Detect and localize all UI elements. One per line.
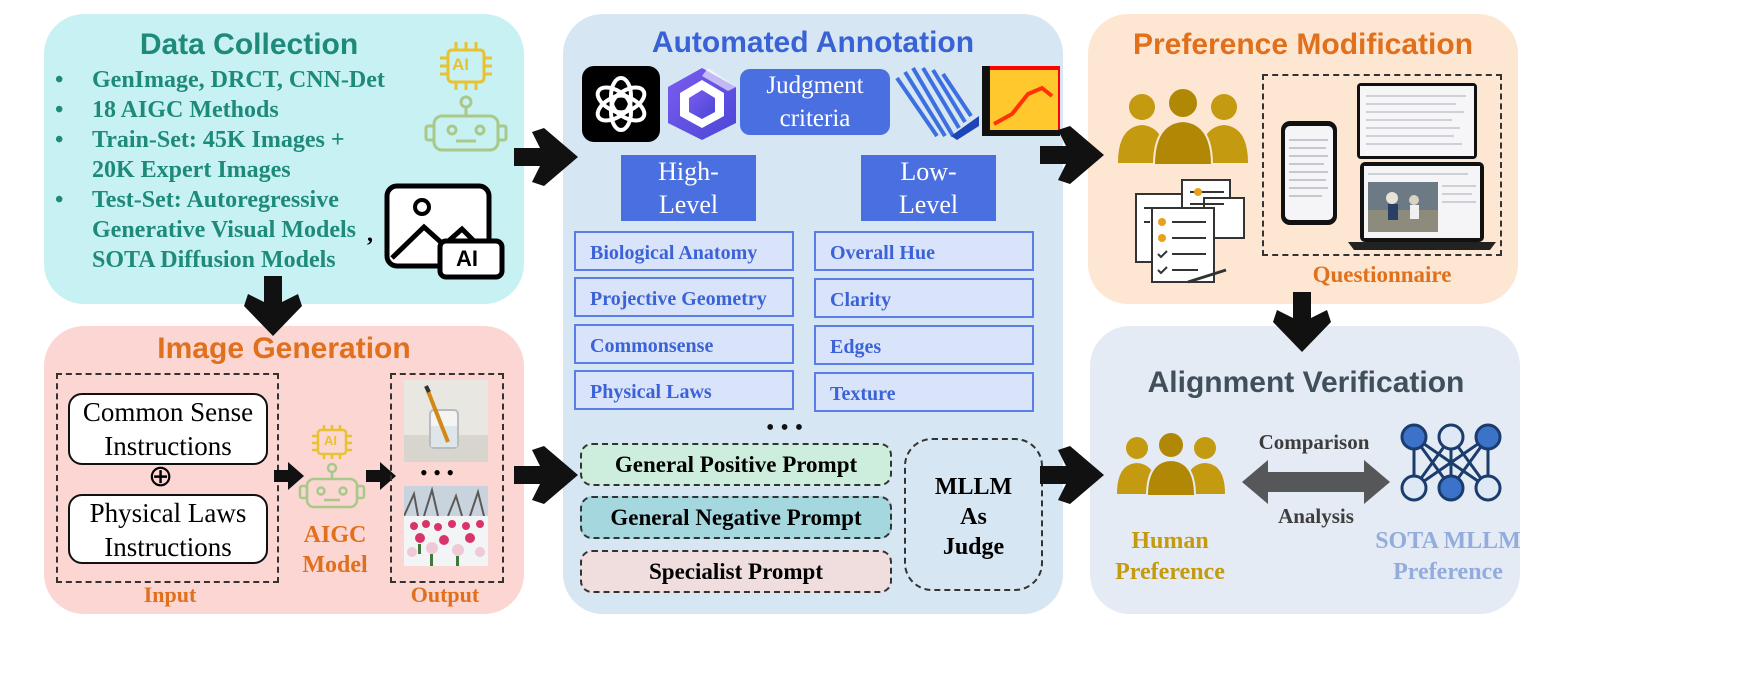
data-collection-title: Data Collection — [139, 28, 359, 61]
flow-arrow-right-icon — [1040, 446, 1104, 504]
flow-arrow-down-icon — [1273, 292, 1331, 352]
input-label: Input — [143, 582, 197, 607]
judgment-line1: Judgment — [766, 72, 864, 99]
output-label: Output — [410, 582, 480, 607]
criterion-commonsense: Commonsense — [574, 324, 794, 364]
judge-line1: MLLM — [934, 474, 1013, 500]
instr1-line1: Common Sense — [82, 397, 254, 427]
criteria-dots: • • • — [766, 415, 804, 441]
bullet-text: Train-Set: 45K Images + — [92, 127, 345, 153]
mllm-as-judge-box: MLLM As Judge — [904, 438, 1043, 591]
ai-image-icon — [384, 183, 505, 280]
human-line2: Preference — [1115, 559, 1225, 585]
people-group-icon — [1118, 87, 1248, 165]
criterion-texture: Texture — [814, 372, 1034, 412]
criterion-physical-laws: Physical Laws — [574, 370, 794, 410]
aigc-line2: Model — [302, 552, 368, 578]
instr2-line2: Instructions — [104, 532, 232, 562]
preference-modification-title: Preference Modification — [1132, 28, 1474, 61]
criterion-edges: Edges — [814, 325, 1034, 365]
bullet-symbol: • — [55, 67, 64, 93]
flow-arrow-right-icon — [514, 446, 578, 504]
checklist-documents-icon — [1135, 179, 1245, 284]
general-negative-prompt: General Negative Prompt — [580, 496, 892, 539]
general-positive-prompt: General Positive Prompt — [580, 443, 892, 486]
aigc-line1: AIGC — [303, 522, 367, 548]
neural-network-icon — [1400, 423, 1502, 502]
common-sense-instructions-box: Common Sense Instructions — [68, 393, 268, 465]
judge-line2: As — [960, 504, 987, 530]
flow-arrow-right-icon — [1040, 126, 1104, 184]
low-level-box: Low- Level — [861, 155, 996, 221]
bullet-text: SOTA Diffusion Models — [92, 247, 336, 273]
ai-chip-label: AI — [452, 55, 469, 74]
physical-laws-instructions-box: Physical Laws Instructions — [68, 494, 268, 564]
high-line1: High- — [658, 157, 719, 186]
human-line1: Human — [1131, 528, 1209, 554]
aigc-robot-icon — [298, 425, 366, 509]
bullet-text: 18 AIGC Methods — [92, 97, 279, 123]
comma: , — [367, 221, 373, 247]
criterion-biological-anatomy: Biological Anatomy — [574, 231, 794, 271]
criterion-overall-hue: Overall Hue — [814, 231, 1034, 271]
questionnaire-label: Questionnaire — [1312, 262, 1452, 287]
double-arrow-icon — [1242, 460, 1390, 504]
bullet-text: Test-Set: Autoregressive — [92, 187, 339, 213]
phone-mockup — [1281, 121, 1337, 225]
judge-line3: Judge — [942, 534, 1005, 560]
output-group — [390, 373, 504, 583]
criterion-projective-geometry: Projective Geometry — [574, 277, 794, 317]
bullet-symbol: • — [55, 187, 64, 213]
criterion-clarity: Clarity — [814, 278, 1034, 318]
monitor-mockup — [1357, 83, 1477, 159]
judgment-line2: criteria — [779, 105, 851, 132]
alignment-verification-title: Alignment Verification — [1147, 366, 1465, 399]
analysis-label: Analysis — [1278, 504, 1354, 528]
plus-icon: ⊕ — [148, 460, 174, 493]
flow-arrow-right-icon — [514, 128, 578, 186]
bullet-symbol: • — [55, 97, 64, 123]
high-line2: Level — [658, 190, 719, 219]
aigc-model-label: AIGC Model — [290, 520, 380, 580]
bullet-text: Generative Visual Models — [92, 217, 356, 243]
internvl-logo-icon — [895, 66, 979, 140]
low-line2: Level — [898, 190, 959, 219]
ai-robot-icon — [424, 42, 508, 152]
flow-arrow-down-icon — [244, 276, 302, 336]
output-dots: • • • — [420, 460, 455, 485]
automated-annotation-title: Automated Annotation — [651, 26, 975, 59]
human-group-icon — [1117, 431, 1225, 496]
sota-line1: SOTA MLLM — [1375, 528, 1521, 554]
tulip-field-image — [404, 486, 488, 566]
sota-line2: Preference — [1393, 559, 1503, 585]
bullet-text: GenImage, DRCT, CNN-Det — [92, 67, 385, 93]
bullet-symbol: • — [55, 127, 64, 153]
high-level-box: High- Level — [621, 155, 756, 221]
arrow-right-icon — [366, 462, 396, 490]
instr2-line1: Physical Laws — [89, 498, 247, 528]
low-line1: Low- — [900, 157, 957, 186]
glass-pencil-image — [404, 380, 488, 462]
human-preference-label: Human Preference — [1100, 526, 1240, 588]
openai-logo-icon — [582, 66, 660, 142]
arrow-right-icon — [274, 462, 304, 490]
laptop-mockup — [1348, 162, 1496, 250]
aigc-chip-label: AI — [324, 433, 337, 448]
questionnaire-group — [1262, 74, 1502, 256]
ai-image-label: AI — [456, 246, 478, 271]
instr1-line2: Instructions — [104, 431, 232, 461]
specialist-prompt: Specialist Prompt — [580, 550, 892, 593]
judgment-criteria-box: Judgment criteria — [740, 69, 890, 135]
image-generation-title: Image Generation — [157, 332, 411, 365]
bullet-text: 20K Expert Images — [92, 157, 291, 183]
comparison-label: Comparison — [1258, 430, 1370, 454]
sota-mllm-preference-label: SOTA MLLM Preference — [1368, 526, 1528, 588]
qwen-logo-icon — [668, 68, 736, 140]
chart-logo-icon — [982, 66, 1060, 136]
